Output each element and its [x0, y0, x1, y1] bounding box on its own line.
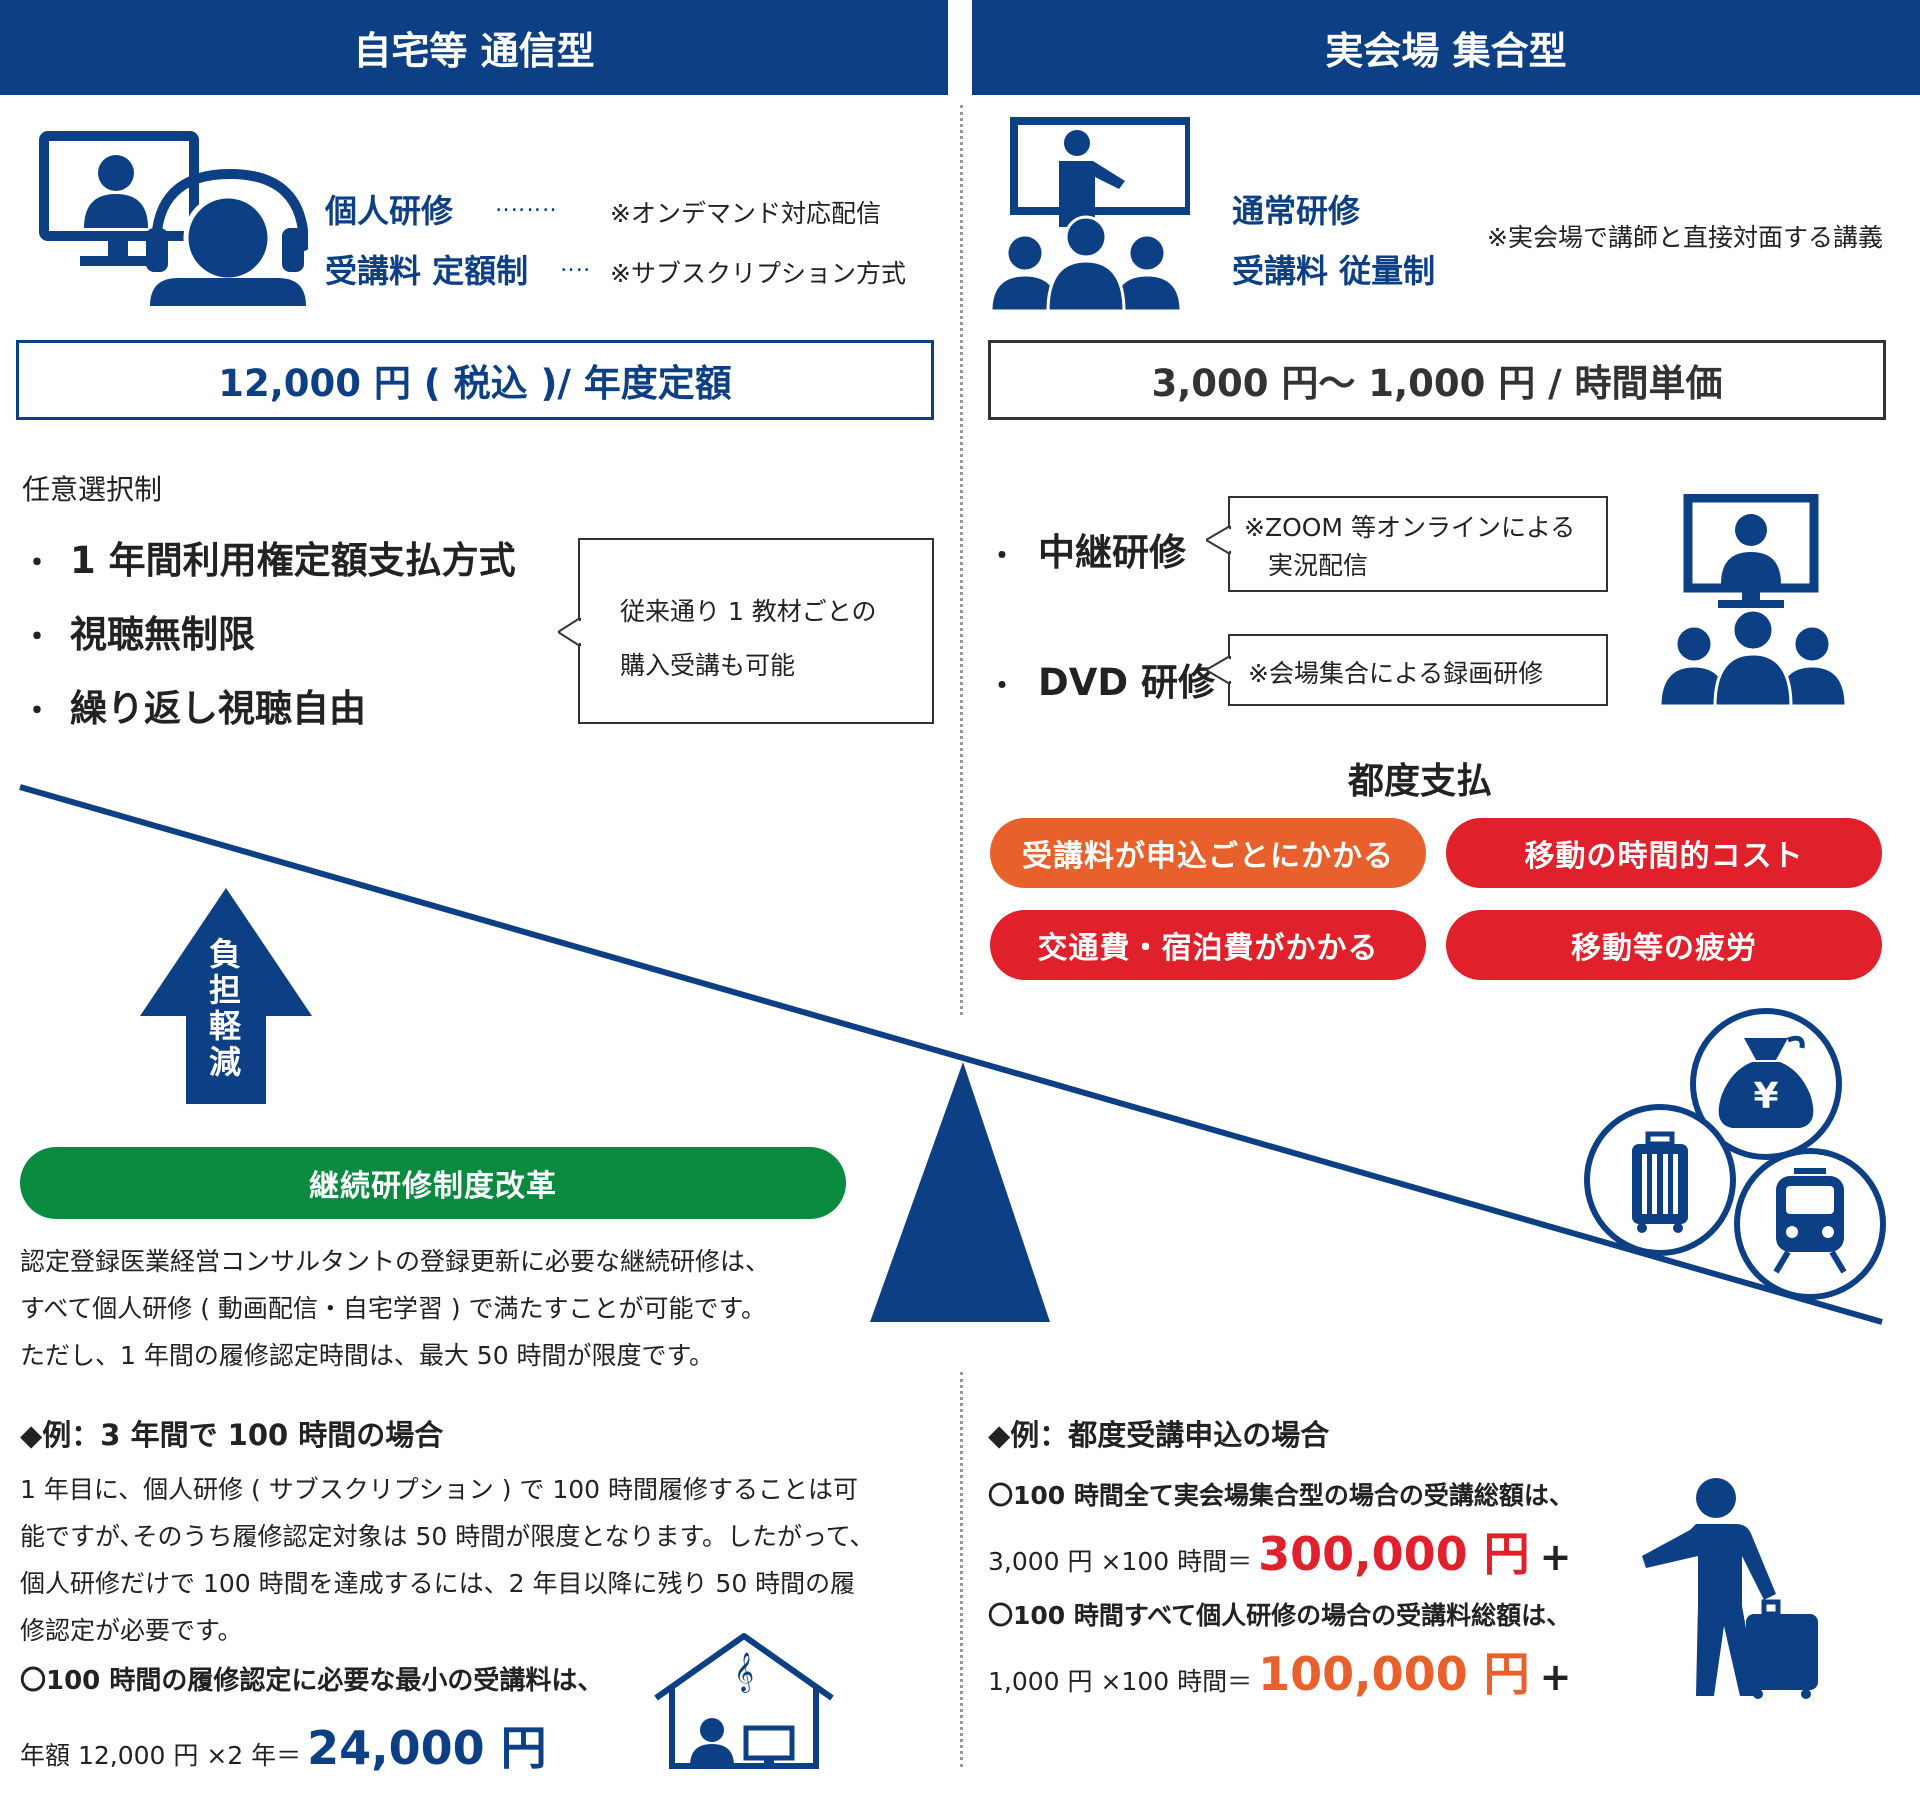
left-example-question: 〇100 時間の履修認定に必要な最小の受講料は、	[20, 1666, 604, 1696]
on-demand-note: ※オンデマンド対応配信	[610, 199, 881, 228]
bullet-item: ・1 年間利用権定額支払方式	[22, 539, 516, 582]
pay-each-time-title: 都度支払	[1348, 761, 1493, 802]
relay-callout: ※ZOOM 等オンラインによる 実況配信	[1228, 496, 1608, 592]
right-example-calc-b: 1,000 円 ×100 時間＝ 100,000 円 +	[988, 1638, 1571, 1704]
leader-dots: ‥‥‥‥	[495, 192, 558, 217]
right-result-a: 300,000 円	[1258, 1527, 1530, 1581]
teacher-audience-icon	[989, 117, 1190, 313]
right-result-b: 100,000 円	[1258, 1647, 1530, 1701]
right-header: 実会場 集合型	[972, 0, 1920, 95]
flat-price-box: 12,000 円 ( 税込 )/ 年度定額	[16, 340, 934, 420]
subscription-note: ※サブスクリプション方式	[610, 259, 906, 288]
right-example-line-b: 〇100 時間すべて個人研修の場合の受講料総額は、	[988, 1601, 1572, 1630]
monitor-headset-icon	[39, 131, 308, 306]
right-example-calc-a: 3,000 円 ×100 時間＝ 300,000 円 +	[988, 1518, 1571, 1584]
suitcase-icon	[1632, 1144, 1688, 1224]
metered-fee-title: 受講料 従量制	[1232, 252, 1436, 290]
cost-icons-cluster	[1584, 1008, 1886, 1300]
yen-symbol: ¥	[1753, 1076, 1779, 1117]
reform-description: 認定登録医業経営コンサルタントの登録更新に必要な継続研修は、 すべて個人研修 (…	[20, 1247, 771, 1370]
callout-pointer	[1206, 526, 1232, 554]
center-divider-bottom	[960, 1372, 963, 1767]
pill-fatigue: 移動等の疲労	[1446, 910, 1882, 980]
screen-audience-icon	[1658, 494, 1848, 708]
relay-training-item: ・中継研修	[988, 531, 1187, 574]
pill-time-cost: 移動の時間的コスト	[1446, 818, 1882, 888]
face-to-face-note: ※実会場で講師と直接対面する講義	[1487, 223, 1883, 252]
individual-training-title: 個人研修	[325, 192, 454, 230]
center-divider-top	[960, 105, 963, 1015]
house-study-icon	[654, 1633, 834, 1769]
left-header: 自宅等 通信型	[0, 0, 948, 95]
regular-training-title: 通常研修	[1232, 192, 1361, 230]
right-example-line-a: 〇100 時間全て実会場集合型の場合の受講総額は、	[988, 1481, 1574, 1510]
dvd-training-item: ・DVD 研修	[988, 661, 1215, 704]
pill-travel-expenses: 交通費・宿泊費がかかる	[990, 910, 1426, 980]
left-example-title: ◆例：3 年間で 100 時間の場合	[20, 1418, 444, 1452]
hourly-price-box: 3,000 円～ 1,000 円 / 時間単価	[988, 340, 1886, 420]
right-example-title: ◆例：都度受講申込の場合	[988, 1418, 1330, 1452]
left-example-calc: 年額 12,000 円 ×2 年＝ 24,000 円	[20, 1712, 547, 1778]
callout-pointer	[1206, 656, 1232, 684]
pill-fee-per-application: 受講料が申込ごとにかかる	[990, 818, 1426, 888]
left-example-body: 1 年目に、個人研修 ( サブスクリプション ) で 100 時間履修することは…	[20, 1475, 875, 1645]
left-example-result: 24,000 円	[307, 1721, 547, 1775]
flat-fee-title: 受講料 定額制	[325, 252, 529, 290]
traveler-icon	[1642, 1478, 1818, 1699]
seesaw-beam	[19, 784, 1883, 1325]
callout-pointer	[558, 618, 582, 646]
burden-reduction-arrow	[140, 888, 312, 1104]
seesaw-fulcrum	[870, 1062, 1050, 1322]
burden-reduction-label: 負担軽減	[208, 935, 241, 1081]
money-bag-icon	[1718, 1062, 1814, 1128]
purchase-callout: 従来通り 1 教材ごとの 購入受講も可能	[578, 538, 934, 724]
reform-banner: 継続研修制度改革	[20, 1147, 846, 1219]
leader-dots: ‥‥	[560, 252, 592, 277]
bullet-item: ・視聴無制限	[22, 613, 255, 656]
optional-label: 任意選択制	[22, 473, 163, 506]
music-note-icon: 𝄞	[734, 1652, 755, 1692]
bullet-item: ・繰り返し視聴自由	[22, 687, 366, 730]
